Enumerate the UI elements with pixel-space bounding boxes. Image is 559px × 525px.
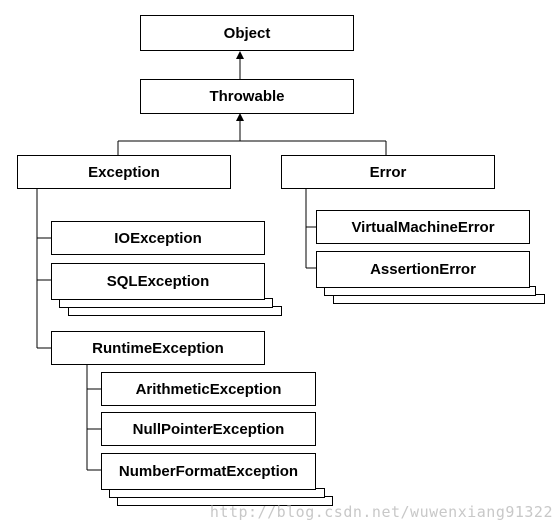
- node-null-pointer-exception: NullPointerException: [101, 412, 316, 446]
- node-exception: Exception: [17, 155, 231, 189]
- node-object: Object: [140, 15, 354, 51]
- node-arithmetic-exception: ArithmeticException: [101, 372, 316, 406]
- node-virtual-machine-error: VirtualMachineError: [316, 210, 530, 244]
- node-throwable: Throwable: [140, 79, 354, 114]
- node-sql-exception: SQLException: [51, 263, 265, 300]
- watermark-url: http://blog.csdn.net/wuwenxiang91322: [209, 503, 553, 521]
- node-assertion-error: AssertionError: [316, 251, 530, 288]
- node-number-format-exception: NumberFormatException: [101, 453, 316, 490]
- node-io-exception: IOException: [51, 221, 265, 255]
- node-error: Error: [281, 155, 495, 189]
- node-runtime-exception: RuntimeException: [51, 331, 265, 365]
